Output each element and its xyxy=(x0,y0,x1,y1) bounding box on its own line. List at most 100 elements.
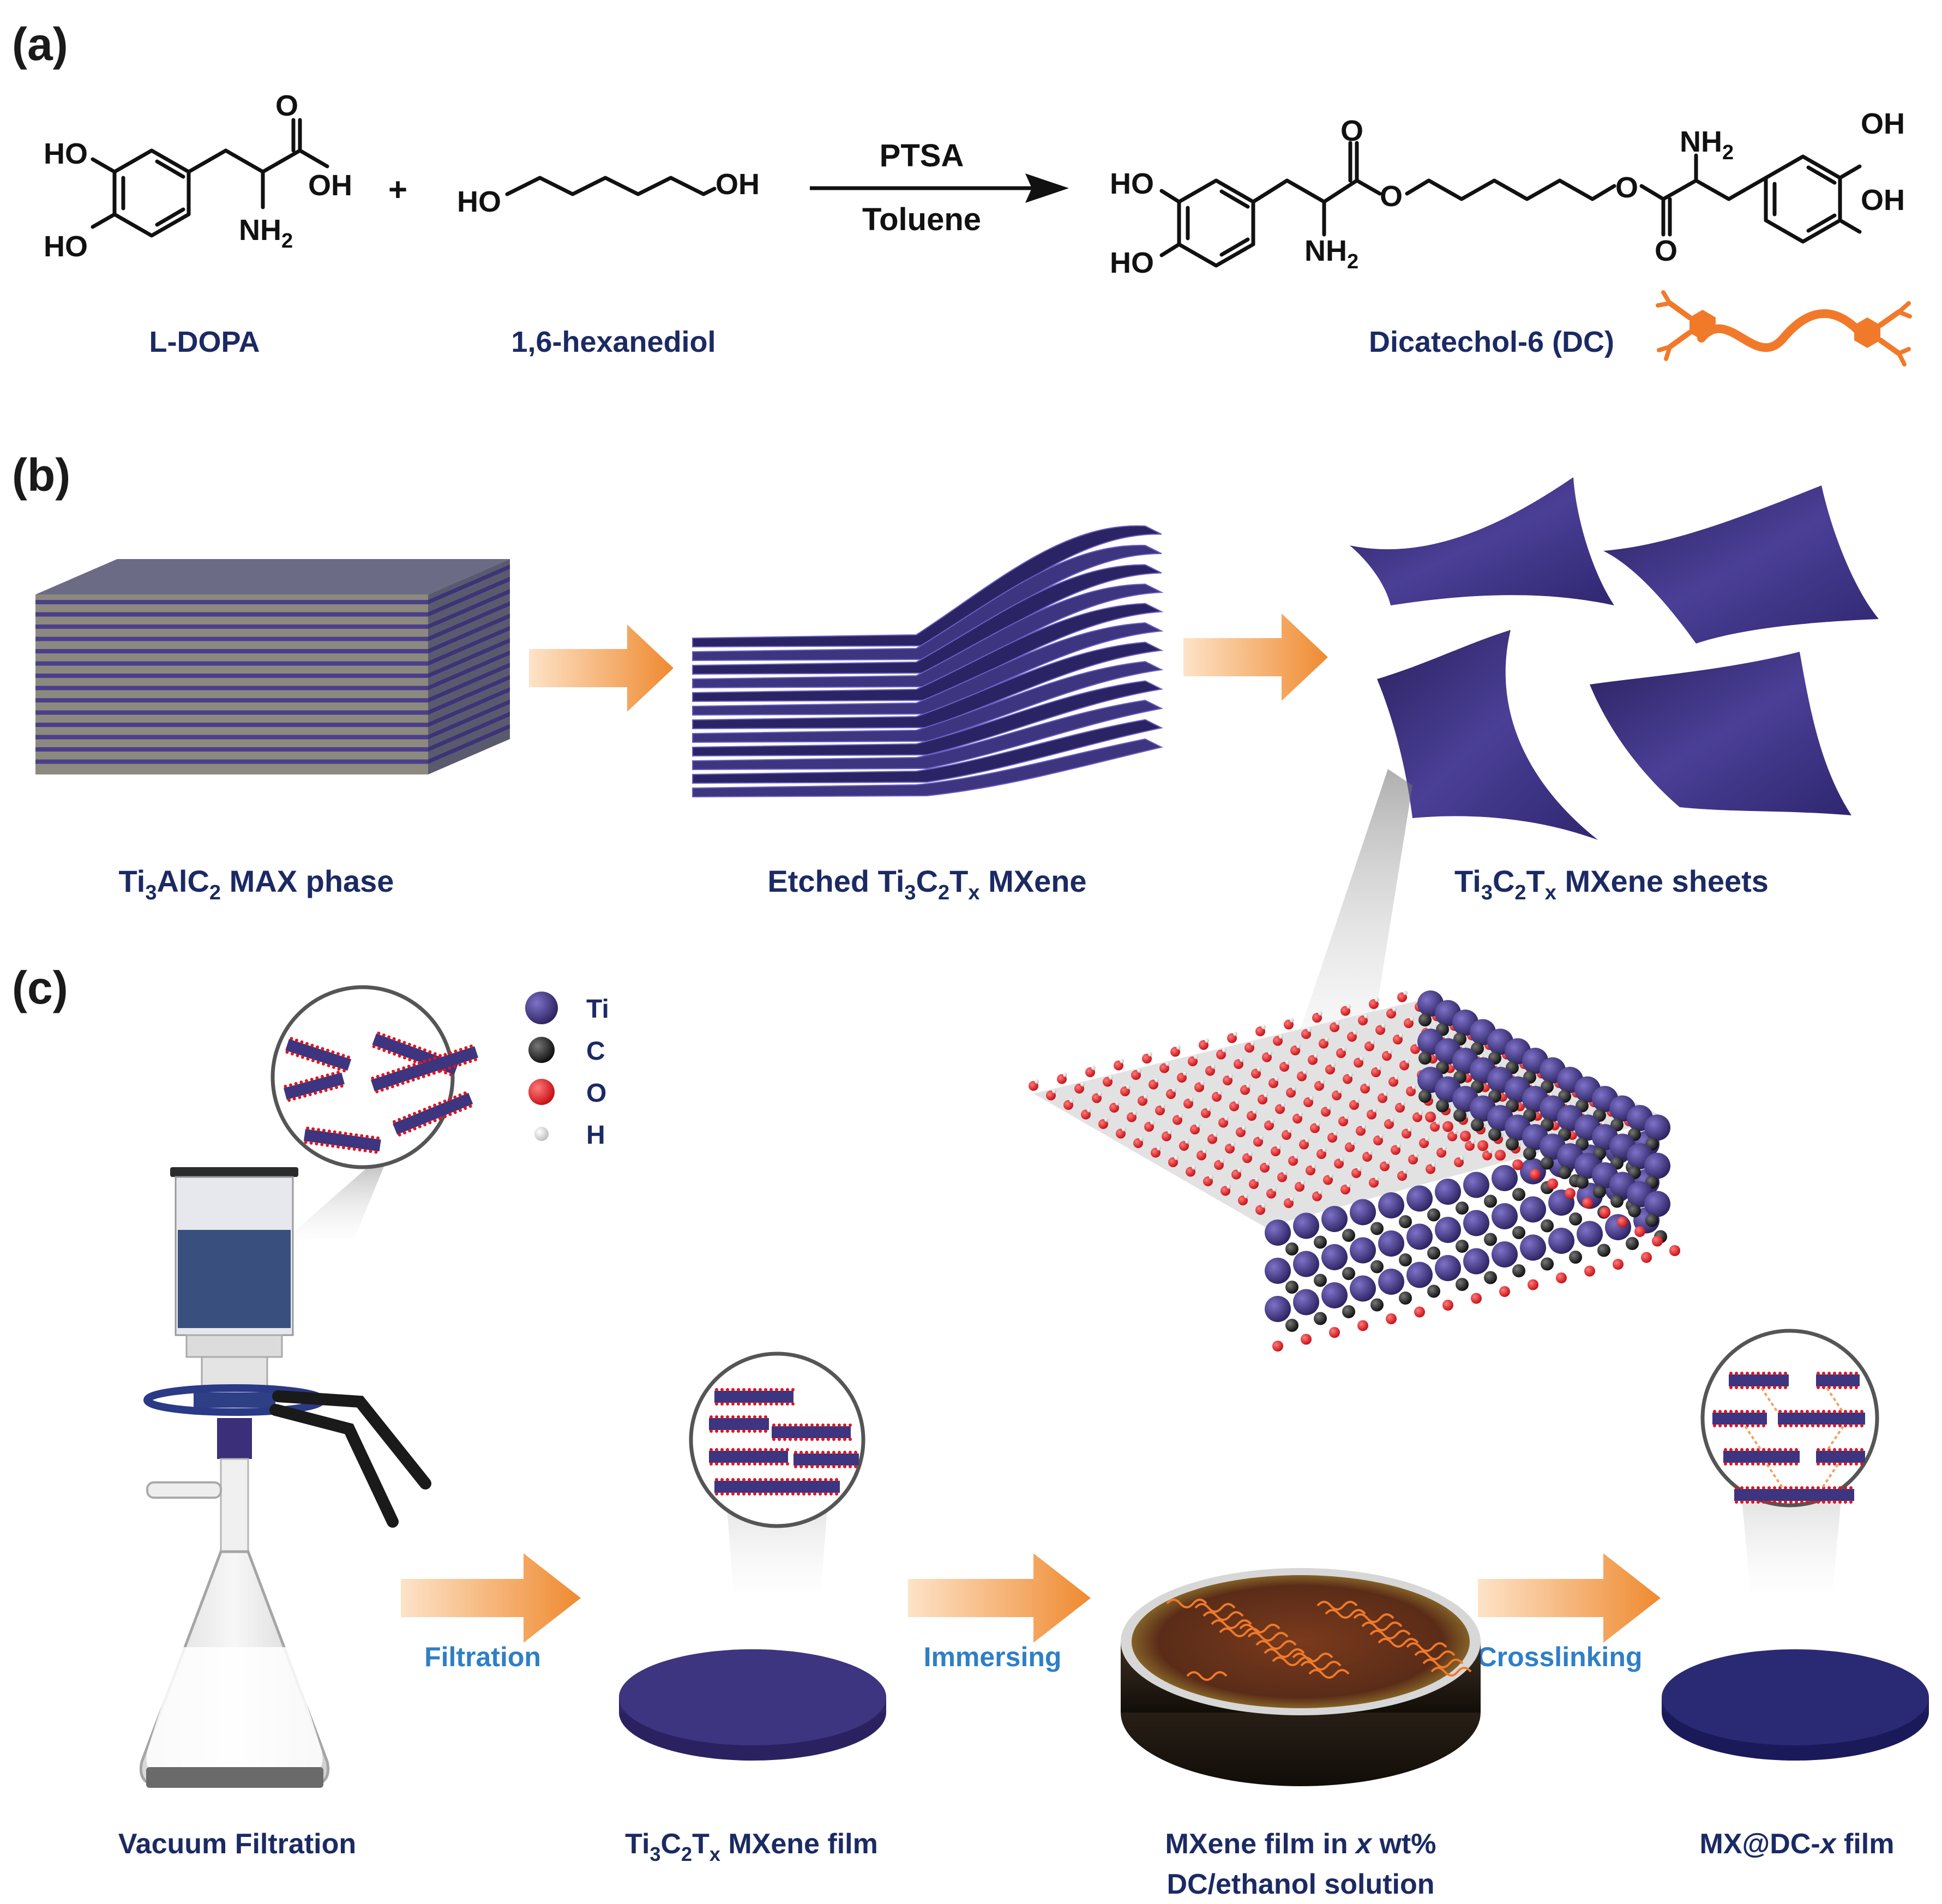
c-atom xyxy=(1456,1240,1469,1253)
max-layer-side xyxy=(428,663,510,702)
reaction-arrow xyxy=(810,173,1069,203)
max-layer-side xyxy=(428,699,510,740)
sheet-o xyxy=(468,1104,472,1108)
panel-label-b: (b) xyxy=(12,449,70,501)
sheet-o xyxy=(349,1132,353,1136)
sheet-o xyxy=(772,1424,775,1427)
h-atom xyxy=(1224,1116,1229,1121)
zoom-cone-sheet xyxy=(1282,769,1412,1091)
sheet-o xyxy=(720,1388,724,1391)
c-atom xyxy=(1628,1204,1641,1217)
h-atom xyxy=(1375,1176,1379,1181)
sheet-o xyxy=(1800,1410,1803,1413)
sheet-o xyxy=(443,1100,447,1103)
h-atom xyxy=(1336,1020,1340,1025)
sheet-o xyxy=(1778,1372,1782,1375)
h-atom xyxy=(1408,1127,1412,1132)
sheet-o xyxy=(338,1131,342,1134)
sheet-o xyxy=(813,1492,816,1495)
sheet-o xyxy=(816,1438,819,1441)
sheet-body xyxy=(793,1453,859,1465)
sheet-o xyxy=(731,1492,735,1495)
ti-atom xyxy=(1378,1192,1404,1218)
sheet-o xyxy=(418,1046,422,1050)
sheet-o xyxy=(843,1424,846,1427)
sheet-o xyxy=(821,1438,825,1441)
sheet-o xyxy=(759,1448,762,1451)
sheet-o xyxy=(829,1492,833,1495)
sheet-o xyxy=(737,1402,740,1406)
sheet-body xyxy=(1734,1489,1854,1501)
h-atom xyxy=(1174,1156,1179,1160)
sheet-o xyxy=(843,1438,846,1441)
h-atom xyxy=(1279,1034,1283,1039)
h-atom xyxy=(1259,1135,1264,1140)
sheet-o xyxy=(1838,1462,1842,1465)
h-atom xyxy=(1233,1031,1237,1036)
label-vacuum-filtration: Vacuum Filtration xyxy=(118,1828,356,1860)
sheet-o xyxy=(1838,1424,1842,1427)
sheet-o xyxy=(1817,1372,1820,1375)
h-atom xyxy=(1268,1050,1272,1055)
label-immersing: Immersing xyxy=(924,1642,1062,1672)
h-atom xyxy=(1261,1025,1266,1029)
h-atom xyxy=(1063,1072,1067,1077)
sheet-o xyxy=(344,1132,347,1136)
sheet-o xyxy=(1724,1424,1727,1427)
sheet-o xyxy=(433,1119,437,1122)
arrow-immersing xyxy=(908,1553,1091,1643)
sheet-o xyxy=(468,1059,472,1063)
sheet-o xyxy=(780,1462,784,1465)
o-atom xyxy=(1471,1293,1482,1304)
sheet-o xyxy=(341,1054,345,1058)
sheet-o xyxy=(838,1438,841,1441)
max-layer-side xyxy=(428,650,510,690)
h-atom xyxy=(1488,1149,1493,1154)
sheet-o xyxy=(1833,1410,1836,1413)
mxene-sheet-1 xyxy=(1350,477,1614,605)
sheet-o xyxy=(748,1492,751,1495)
sheet-o xyxy=(1844,1462,1847,1465)
sheet-o xyxy=(1860,1462,1863,1465)
sheet-o xyxy=(376,1074,380,1078)
sheet-o xyxy=(748,1415,751,1419)
h-atom xyxy=(1189,1097,1194,1102)
h-atom xyxy=(1231,1142,1235,1146)
sheet-o xyxy=(417,1061,421,1065)
h-atom xyxy=(1403,1169,1408,1174)
dc-molecule xyxy=(1239,1624,1280,1633)
sheet-o xyxy=(1751,1424,1754,1427)
legend-ti-ball xyxy=(525,992,558,1024)
h-atom xyxy=(1346,1004,1351,1009)
max-layer xyxy=(35,612,428,617)
h-atom xyxy=(1412,1085,1416,1089)
c-atom xyxy=(1569,1251,1582,1264)
sheet-o xyxy=(764,1492,767,1495)
h-atom xyxy=(1316,1121,1320,1126)
sheet-o xyxy=(753,1462,756,1465)
sheet-o xyxy=(1757,1372,1760,1375)
sheet-o xyxy=(1746,1386,1749,1389)
h-atom xyxy=(1362,1124,1366,1129)
sheet-o xyxy=(794,1465,797,1468)
o-atom xyxy=(1414,1306,1425,1318)
panel-label-a: (a) xyxy=(12,19,68,70)
h-atom xyxy=(1155,1078,1159,1083)
sheet-o xyxy=(1795,1462,1798,1465)
sheet-o xyxy=(387,1050,391,1054)
h-atom xyxy=(1460,1156,1464,1160)
c-atom xyxy=(1541,1219,1554,1233)
sheet-body xyxy=(393,1092,473,1135)
ti-atom xyxy=(1350,1199,1376,1226)
o-atom xyxy=(1528,1279,1538,1290)
sheet-o xyxy=(731,1462,735,1465)
sheet-o xyxy=(1740,1424,1743,1427)
ti-atom xyxy=(1435,1179,1461,1205)
crosslink xyxy=(1760,1387,1779,1414)
sheet-o xyxy=(1778,1410,1782,1413)
sheet-o xyxy=(326,1073,329,1077)
sheet-o xyxy=(737,1415,740,1419)
ti-atom xyxy=(1463,1172,1489,1198)
crosslink xyxy=(1826,1425,1844,1452)
max-layer xyxy=(35,698,428,702)
